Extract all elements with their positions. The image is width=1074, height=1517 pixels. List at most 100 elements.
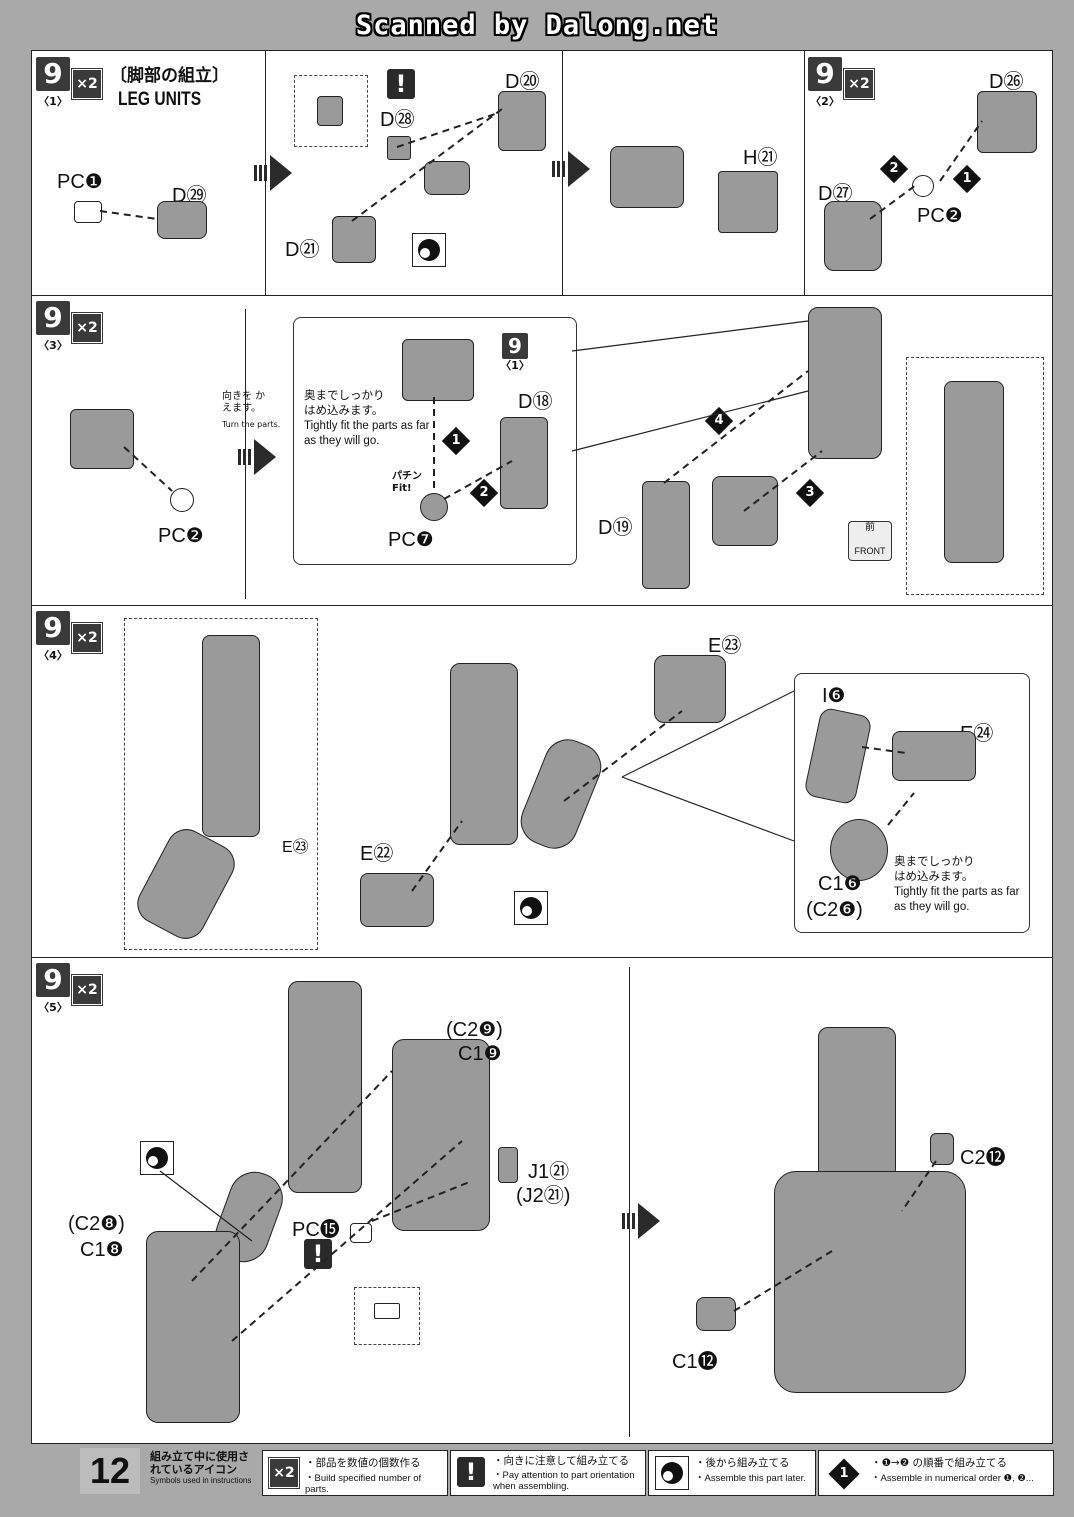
part-c18-drawing [146, 1231, 240, 1423]
legend-heading-en: Symbols used in instructions [150, 1476, 252, 1485]
part-label: D㉖ [989, 71, 1024, 93]
part-thigh-drawing [450, 663, 518, 845]
legend-text-jp: ・部品を数値の個数作る [305, 1457, 421, 1469]
step-substep: 〈3〉 [38, 339, 68, 352]
scan-watermark: Scanned by Dalong.net [0, 0, 1074, 48]
front-label-jp: 前 [865, 522, 875, 533]
part-label: E㉓ [708, 635, 742, 657]
detail-callout [124, 618, 318, 950]
part-label: D㉗ [818, 183, 853, 205]
step-number: 9 [36, 611, 70, 645]
reference-substep: 〈1〉 [500, 359, 530, 372]
part-d28-drawing [317, 96, 343, 126]
attention-icon: ! [457, 1457, 485, 1487]
part-d20-drawing [424, 161, 470, 195]
legend-text-jp: ・❶→❷ の順番で組み立てる [871, 1457, 1007, 1469]
part-leg-left-drawing [288, 981, 362, 1193]
part-e22-drawing [360, 873, 434, 927]
part-h21-drawing [718, 171, 778, 233]
part-d29-drawing [157, 201, 207, 239]
step-9-4-panel [32, 605, 1052, 958]
part-assembled-drawing [610, 146, 684, 208]
part-label: C1❽ [80, 1239, 124, 1261]
attention-icon: ! [304, 1239, 332, 1269]
part-upper-leg-drawing [402, 339, 474, 401]
tight-fit-note-jp: 奥までしっかり はめ込みます。 [894, 856, 975, 883]
part-label: D⑳ [505, 71, 540, 93]
part-d28-drawing [387, 136, 411, 160]
part-label: D⑱ [518, 391, 553, 413]
attention-icon: ! [387, 69, 415, 99]
detail-callout [906, 357, 1044, 595]
legend-assemble-later: ・後から組み立てる ・Assemble this part later. [648, 1450, 816, 1496]
part-label: PC❷ [158, 525, 204, 547]
part-d26-drawing [977, 91, 1037, 153]
part-leg-assembly-drawing [808, 307, 882, 459]
part-label: (C2❾) [446, 1019, 503, 1041]
part-pc15-drawing [350, 1223, 372, 1243]
fit-sound-note: パチン Fit! [392, 471, 422, 494]
step-number: 9 [808, 57, 842, 91]
legend-text-jp: ・向きに注意して組み立てる [493, 1455, 630, 1467]
part-label: (C2❽) [68, 1213, 125, 1235]
legend-text-en: ・Assemble in numerical order ❶, ❷... [871, 1473, 1034, 1484]
watermark-text: Scanned by Dalong.net [355, 10, 719, 41]
part-label: PC❷ [917, 205, 963, 227]
step-9-3-panel [32, 295, 1052, 606]
legend-order: 1 ・❶→❷ の順番で組み立てる ・Assemble in numerical … [818, 1450, 1054, 1496]
step-substep: 〈4〉 [38, 649, 68, 662]
turn-parts-note-en: Turn the parts. [222, 420, 281, 429]
part-pc2-drawing [170, 488, 194, 512]
part-label: C1❾ [458, 1043, 502, 1065]
step-number: 9 [36, 57, 70, 91]
next-step-arrow-icon [254, 155, 292, 191]
multiplier-x2-icon: ×2 [72, 69, 102, 99]
detail-callout [354, 1287, 420, 1345]
next-step-arrow-icon [552, 151, 590, 187]
part-leg-front-view-drawing [202, 635, 260, 837]
part-label: D㉘ [380, 109, 415, 131]
legend-text-jp: ・後から組み立てる [695, 1457, 790, 1469]
part-label: (J2㉑) [516, 1185, 571, 1207]
assembly-guide-lines [99, 108, 983, 1342]
part-label: E㉒ [360, 843, 394, 865]
part-pc7-drawing [420, 493, 448, 521]
multiplier-x2-icon: ×2 [72, 975, 102, 1005]
part-e24-drawing [892, 731, 976, 781]
part-d27-drawing [824, 201, 882, 271]
front-label-en: FRONT [854, 546, 886, 556]
step-9-1-panel [32, 51, 1052, 296]
tight-fit-note-en: Tightly fit the parts as far as they wil… [894, 886, 1020, 913]
legend-text-en: ・Assemble this part later. [695, 1473, 806, 1484]
step-substep: 〈1〉 [38, 95, 68, 108]
part-label: E㉓ [282, 839, 309, 856]
part-label: J1㉑ [528, 1161, 570, 1183]
detail-callout [294, 75, 368, 147]
part-d21-drawing [332, 216, 376, 263]
part-c112-drawing [696, 1297, 736, 1331]
tight-fit-note-jp: 奥までしっかり はめ込みます。 [304, 390, 385, 417]
step-number: 9 [36, 963, 70, 997]
part-leg-complete-drawing [818, 1027, 896, 1179]
part-e23-drawing [654, 655, 726, 723]
assemble-later-icon [412, 233, 446, 267]
part-c16-drawing [830, 819, 888, 881]
part-label: C1⓬ [672, 1351, 718, 1373]
divider [804, 51, 805, 295]
multiplier-x2-icon: ×2 [269, 1458, 299, 1488]
part-leg-complete-drawing [944, 381, 1004, 563]
step-substep: 〈2〉 [810, 95, 840, 108]
step-number: 9 [36, 301, 70, 335]
multiplier-x2-icon: ×2 [72, 313, 102, 343]
tight-fit-note-en: Tightly fit the parts as far as they wil… [304, 420, 430, 447]
assemble-later-icon [140, 1141, 174, 1175]
turn-parts-note-jp: 向きを かえます。 [222, 391, 266, 414]
next-step-arrow-icon [238, 439, 276, 475]
next-step-arrow-icon [622, 1203, 660, 1239]
divider [629, 967, 630, 1437]
detail-callout [794, 673, 1030, 933]
page-number: 12 [80, 1448, 140, 1494]
instruction-sheet: 9 ×2 〈1〉 〔脚部の組立〕 LEG UNITS 9 ×2 〈2〉 PC❶ … [31, 50, 1053, 1444]
order-1-icon: 1 [828, 1458, 860, 1490]
part-label: PC⓯ [292, 1219, 340, 1241]
